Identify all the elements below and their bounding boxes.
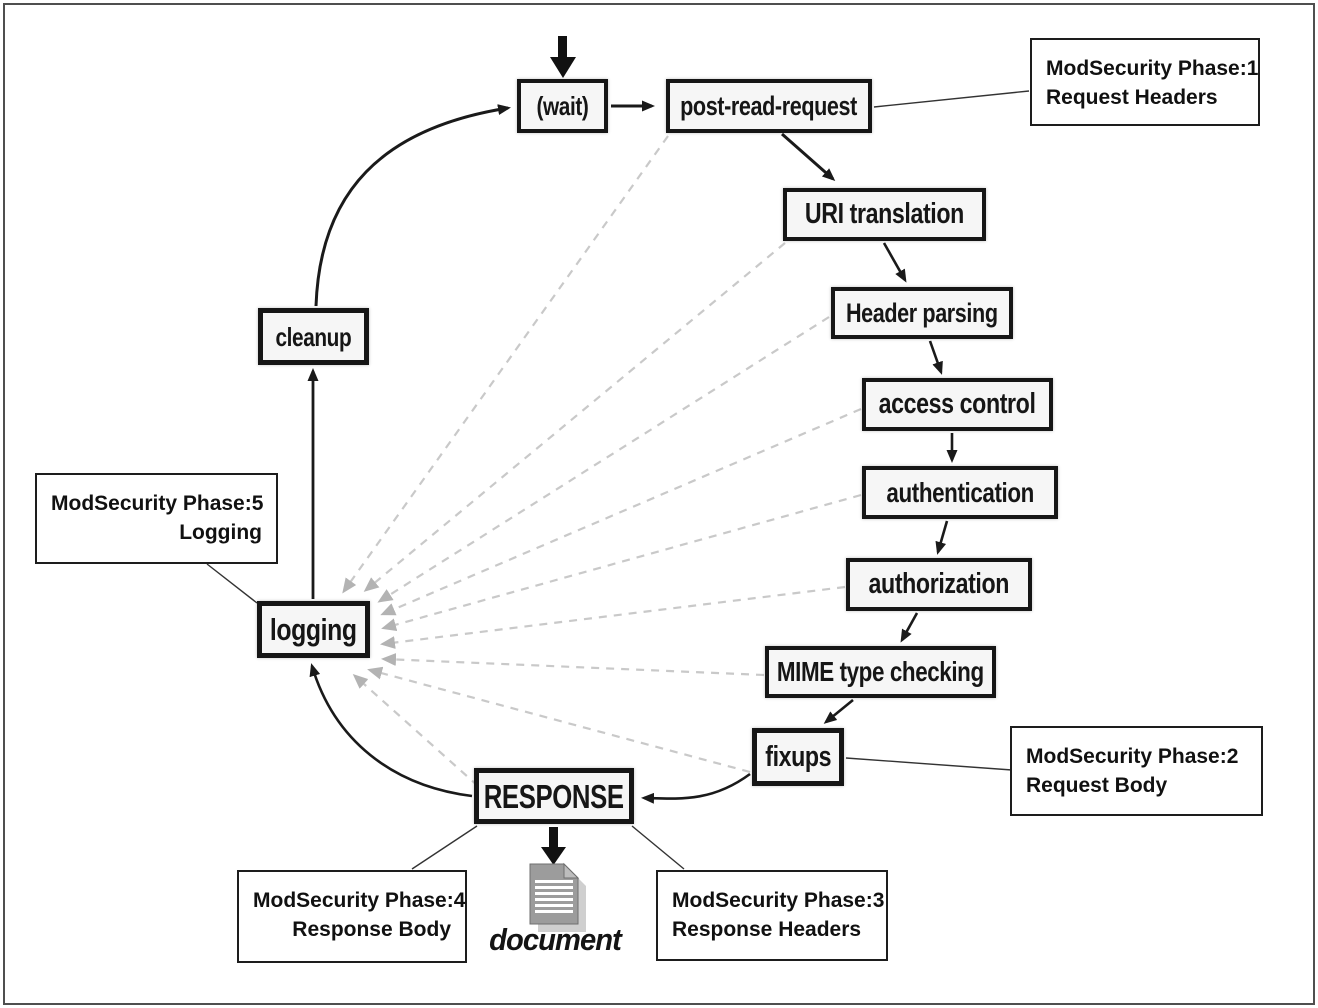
arrow-uri-to-header (882, 242, 907, 283)
callout-phase1 (873, 90, 1030, 108)
node-access-control-label: access control (879, 388, 1036, 420)
node-response: RESPONSE (474, 768, 634, 824)
annotation-callouts (206, 90, 1030, 870)
arrow-mime-to-fixups (823, 698, 854, 724)
dashed-header-to-logging (377, 316, 830, 603)
document-label: document (489, 922, 622, 957)
document-icon (518, 856, 590, 939)
annotation-phase4-line1: ModSecurity Phase:4 (253, 889, 466, 912)
annotation-phase2-line1: ModSecurity Phase:2 (1026, 745, 1239, 768)
node-authentication: authentication (862, 466, 1058, 519)
arrow-postread-to-uri (781, 132, 836, 181)
node-cleanup-label: cleanup (275, 321, 352, 352)
dashed-mime-to-logging (381, 653, 765, 677)
annotation-phase5-line2: Logging (179, 520, 262, 544)
annotation-phase1-line2: Request Headers (1046, 85, 1218, 109)
dashed-access-to-logging (380, 407, 862, 616)
annotation-phase2: ModSecurity Phase:2 Request Body (1010, 726, 1263, 816)
node-post-read-request: post-read-request (666, 79, 872, 133)
node-mime-type-checking: MIME type checking (765, 646, 996, 698)
response-to-document-arrow (541, 827, 566, 865)
annotation-phase3: ModSecurity Phase:3 Response Headers (656, 870, 888, 961)
annotation-phase5: ModSecurity Phase:5 Logging (35, 473, 278, 564)
node-fixups-label: fixups (765, 740, 831, 773)
dashed-fixups-to-logging (367, 666, 751, 774)
node-wait: (wait) (517, 79, 608, 133)
arrow-fixups-to-response (641, 772, 751, 804)
annotation-phase5-line1: ModSecurity Phase:5 (51, 492, 264, 515)
arrow-authn-to-authz (935, 520, 949, 555)
callout-phase2 (845, 757, 1013, 771)
dashed-authz-to-logging (380, 585, 846, 649)
node-mime-type-checking-label: MIME type checking (777, 656, 984, 687)
node-response-label: RESPONSE (484, 777, 624, 815)
node-wait-label: (wait) (536, 91, 589, 121)
node-header-parsing: Header parsing (831, 287, 1013, 339)
annotation-phase2-line2: Request Body (1026, 773, 1168, 797)
annotation-phase3-line1: ModSecurity Phase:3 (672, 889, 885, 912)
node-logging-label: logging (270, 612, 357, 647)
cycle-arrows (307, 100, 958, 804)
dashed-uri-to-logging (363, 242, 786, 592)
arrow-authz-to-mime (900, 612, 919, 643)
node-uri-translation: URI translation (783, 188, 986, 241)
arrow-header-to-access (928, 340, 943, 375)
node-fixups: fixups (752, 728, 844, 786)
annotation-phase1-line1: ModSecurity Phase:1 (1046, 57, 1259, 80)
node-logging: logging (257, 601, 370, 658)
entry-arrow (550, 36, 576, 78)
node-header-parsing-label: Header parsing (846, 297, 998, 328)
annotation-phase1: ModSecurity Phase:1 Request Headers (1030, 38, 1260, 126)
dashed-response-to-logging (352, 674, 479, 787)
annotation-phase4: ModSecurity Phase:4 Response Body (237, 870, 467, 963)
node-access-control: access control (862, 378, 1053, 431)
node-authorization-label: authorization (868, 568, 1010, 600)
dashed-authn-to-logging (381, 493, 862, 632)
node-cleanup: cleanup (258, 308, 369, 365)
node-post-read-request-label: post-read-request (680, 90, 858, 121)
dashed-postread-to-logging (342, 135, 669, 594)
dashed-logging-links (342, 135, 862, 787)
annotation-phase3-line2: Response Headers (672, 917, 862, 941)
callout-phase5 (206, 563, 258, 604)
node-authentication-label: authentication (886, 476, 1034, 508)
node-authorization: authorization (846, 558, 1032, 611)
callout-phase3 (631, 825, 685, 870)
arrow-response-to-logging (309, 663, 473, 798)
arrow-cleanup-to-wait (314, 104, 511, 307)
callout-phase4 (411, 825, 478, 870)
annotation-phase4-line2: Response Body (292, 917, 451, 941)
node-uri-translation-label: URI translation (805, 198, 964, 230)
